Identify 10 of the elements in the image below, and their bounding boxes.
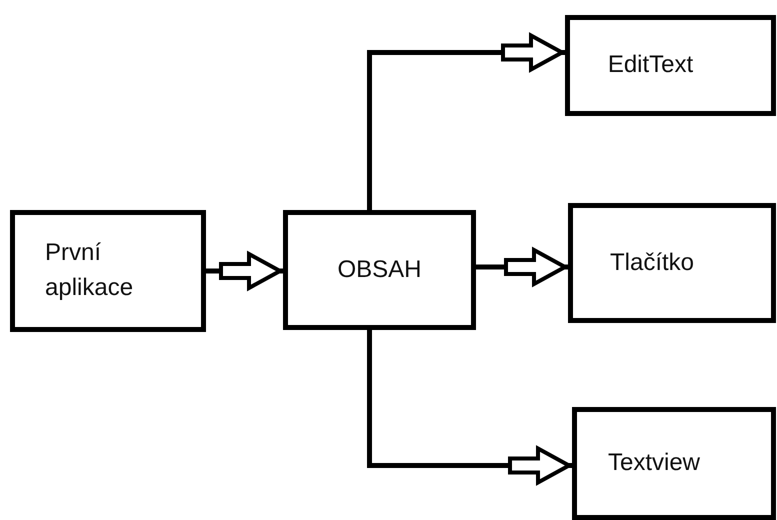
node-label: Textview xyxy=(608,448,700,478)
process-box xyxy=(565,15,776,116)
node-label: OBSAH xyxy=(337,254,422,285)
process-box xyxy=(568,203,776,323)
node-label: První aplikace xyxy=(45,238,134,303)
process-box xyxy=(572,407,776,520)
node-label: Tlačítko xyxy=(610,248,694,278)
node-label: EditText xyxy=(608,50,694,80)
process-box xyxy=(283,210,476,330)
process-box xyxy=(10,210,206,332)
